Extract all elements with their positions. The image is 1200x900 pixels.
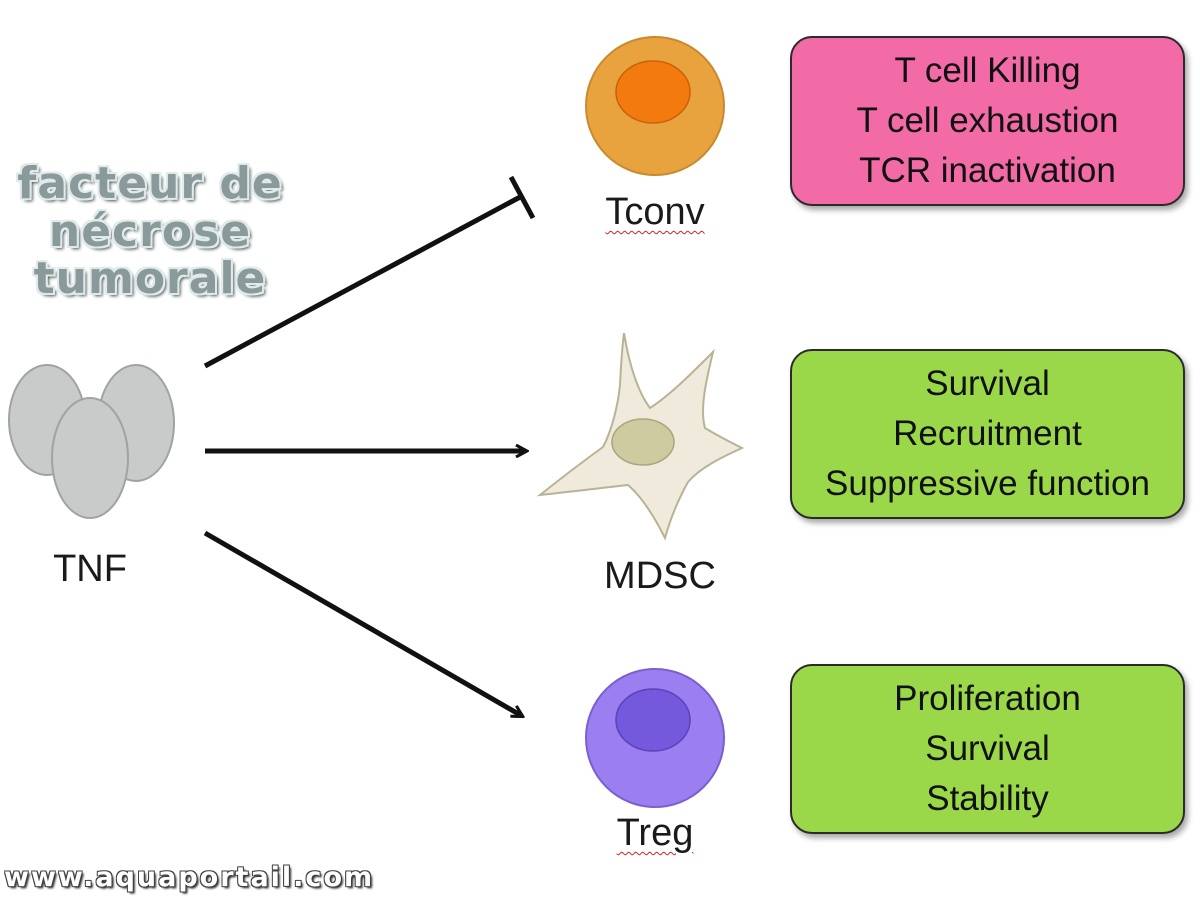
tnf-label: TNF: [53, 548, 127, 590]
treg-label: Treg: [616, 812, 694, 854]
diagram-title: facteur de nécrose tumorale: [0, 160, 300, 303]
mdsc-effect-1: Survival: [925, 364, 1050, 403]
tconv-effect-1: T cell Killing: [894, 51, 1081, 90]
inhibition-line: [203, 193, 524, 369]
mdsc-effect-2: Recruitment: [893, 414, 1082, 453]
tconv-effect-3: TCR inactivation: [859, 151, 1116, 190]
title-line-3: tumorale: [33, 253, 267, 305]
mdsc-label: MDSC: [604, 555, 716, 597]
site-watermark: www.aquaportail.com: [4, 862, 375, 893]
tnf-subunit-front: [51, 397, 129, 519]
title-line-2: nécrose: [48, 205, 252, 257]
tnf-to-tconv-inhibition: [203, 175, 536, 369]
treg-cell-icon: [585, 668, 725, 808]
mdsc-effects-box: Survival Recruitment Suppressive functio…: [790, 349, 1185, 519]
tconv-effects-box: T cell Killing T cell exhaustion TCR ina…: [790, 36, 1185, 206]
mdsc-effect-3: Suppressive function: [825, 464, 1150, 503]
treg-effect-3: Stability: [926, 779, 1049, 818]
tnf-trimer-icon: [8, 364, 175, 519]
treg-effect-1: Proliferation: [894, 679, 1081, 718]
tconv-effect-2: T cell exhaustion: [856, 101, 1119, 140]
tconv-label: Tconv: [605, 191, 705, 233]
treg-effect-2: Survival: [925, 729, 1050, 768]
tconv-nucleus: [615, 60, 691, 124]
mdsc-cell-icon: [536, 332, 745, 541]
treg-effects-box: Proliferation Survival Stability: [790, 664, 1185, 834]
tnf-to-treg-arrow: [203, 530, 522, 719]
tconv-cell-icon: [585, 36, 725, 176]
mdsc-nucleus: [611, 418, 675, 466]
treg-nucleus: [615, 688, 691, 752]
title-line-1: facteur de: [17, 158, 283, 209]
inhibition-bar: [508, 175, 536, 220]
